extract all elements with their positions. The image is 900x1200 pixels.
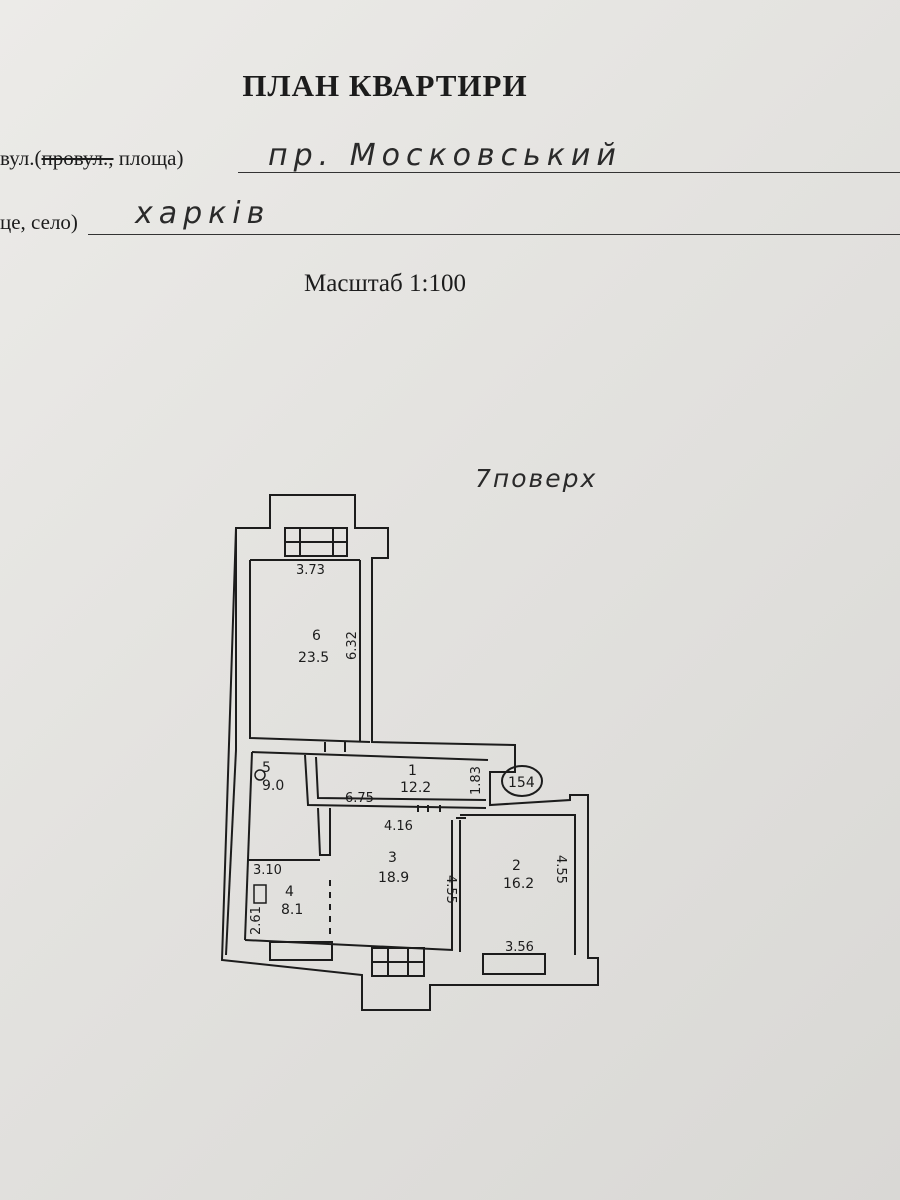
room-4-number: 4: [285, 884, 294, 900]
city-underline: [88, 234, 900, 235]
fixture-sink: [253, 884, 267, 904]
wall-corridor-top: [251, 751, 489, 761]
dim-room6-width: 3.73: [296, 563, 325, 578]
scale-label: Масштаб 1:100: [304, 270, 466, 297]
document-title: ПЛАН КВАРТИРИ: [242, 68, 528, 103]
window-bottom-left: [269, 941, 333, 961]
dim-kitchen-width: 3.10: [253, 863, 282, 878]
room-6-number: 6: [312, 628, 321, 644]
room-5-area: 9.0: [262, 778, 284, 794]
room-2-area: 16.2: [503, 876, 534, 892]
dim-room6-length: 6.32: [345, 631, 360, 660]
windows: [269, 527, 546, 977]
dim-room2-length: 4.55: [553, 855, 568, 884]
dim-corridor-length: 6.75: [345, 791, 374, 806]
room-1-area: 12.2: [400, 780, 431, 796]
window-bottom-right: [482, 953, 546, 975]
dim-corridor-width: 1.83: [469, 766, 484, 795]
apartment-number: 154: [508, 775, 535, 791]
wall-left-inner: [244, 751, 253, 941]
street-underline: [238, 172, 900, 173]
street-label-prefix: вул.(: [0, 146, 42, 170]
room-1-number: 1: [408, 763, 417, 779]
fixture-boiler: [254, 769, 266, 781]
street-field-label: вул.(провул., площа): [0, 146, 183, 171]
window-top-bars: [285, 528, 347, 556]
room-6-area: 23.5: [298, 650, 329, 666]
floor-note: 7поверх: [475, 464, 598, 493]
wall-room2-top: [460, 814, 576, 955]
wall-room5-right: [304, 754, 487, 809]
wall-room3-room2: [451, 820, 461, 952]
apartment-number-circle: [501, 765, 543, 797]
wall-room5-right-inner: [315, 756, 487, 801]
fixtures: [253, 769, 267, 904]
street-label-suffix: площа): [113, 146, 184, 170]
dim-room3-length: 4.55: [443, 875, 458, 904]
room-3-area: 18.9: [378, 870, 409, 886]
room-3-number: 3: [388, 850, 397, 866]
outer-wall: [220, 494, 599, 1011]
room-2-number: 2: [512, 858, 521, 874]
city-handwritten-value: харків: [135, 196, 271, 231]
city-field-label: це, село): [0, 210, 78, 234]
dim-kitchen-length: 2.61: [249, 906, 264, 935]
room-4-area: 8.1: [281, 902, 303, 918]
dim-room3-width: 4.16: [384, 819, 413, 834]
street-handwritten-value: пр. Московський: [268, 138, 622, 173]
wall-room6-left: [235, 528, 371, 750]
window-bottom-mid-bars: [372, 948, 424, 976]
wall-left-outer: [225, 749, 237, 956]
dim-room2-width: 3.56: [505, 940, 534, 955]
wall-bathroom: [317, 807, 331, 856]
door-marks: [324, 742, 466, 819]
room-5-number: 5: [262, 760, 271, 776]
street-label-struck: провул.,: [41, 146, 114, 170]
